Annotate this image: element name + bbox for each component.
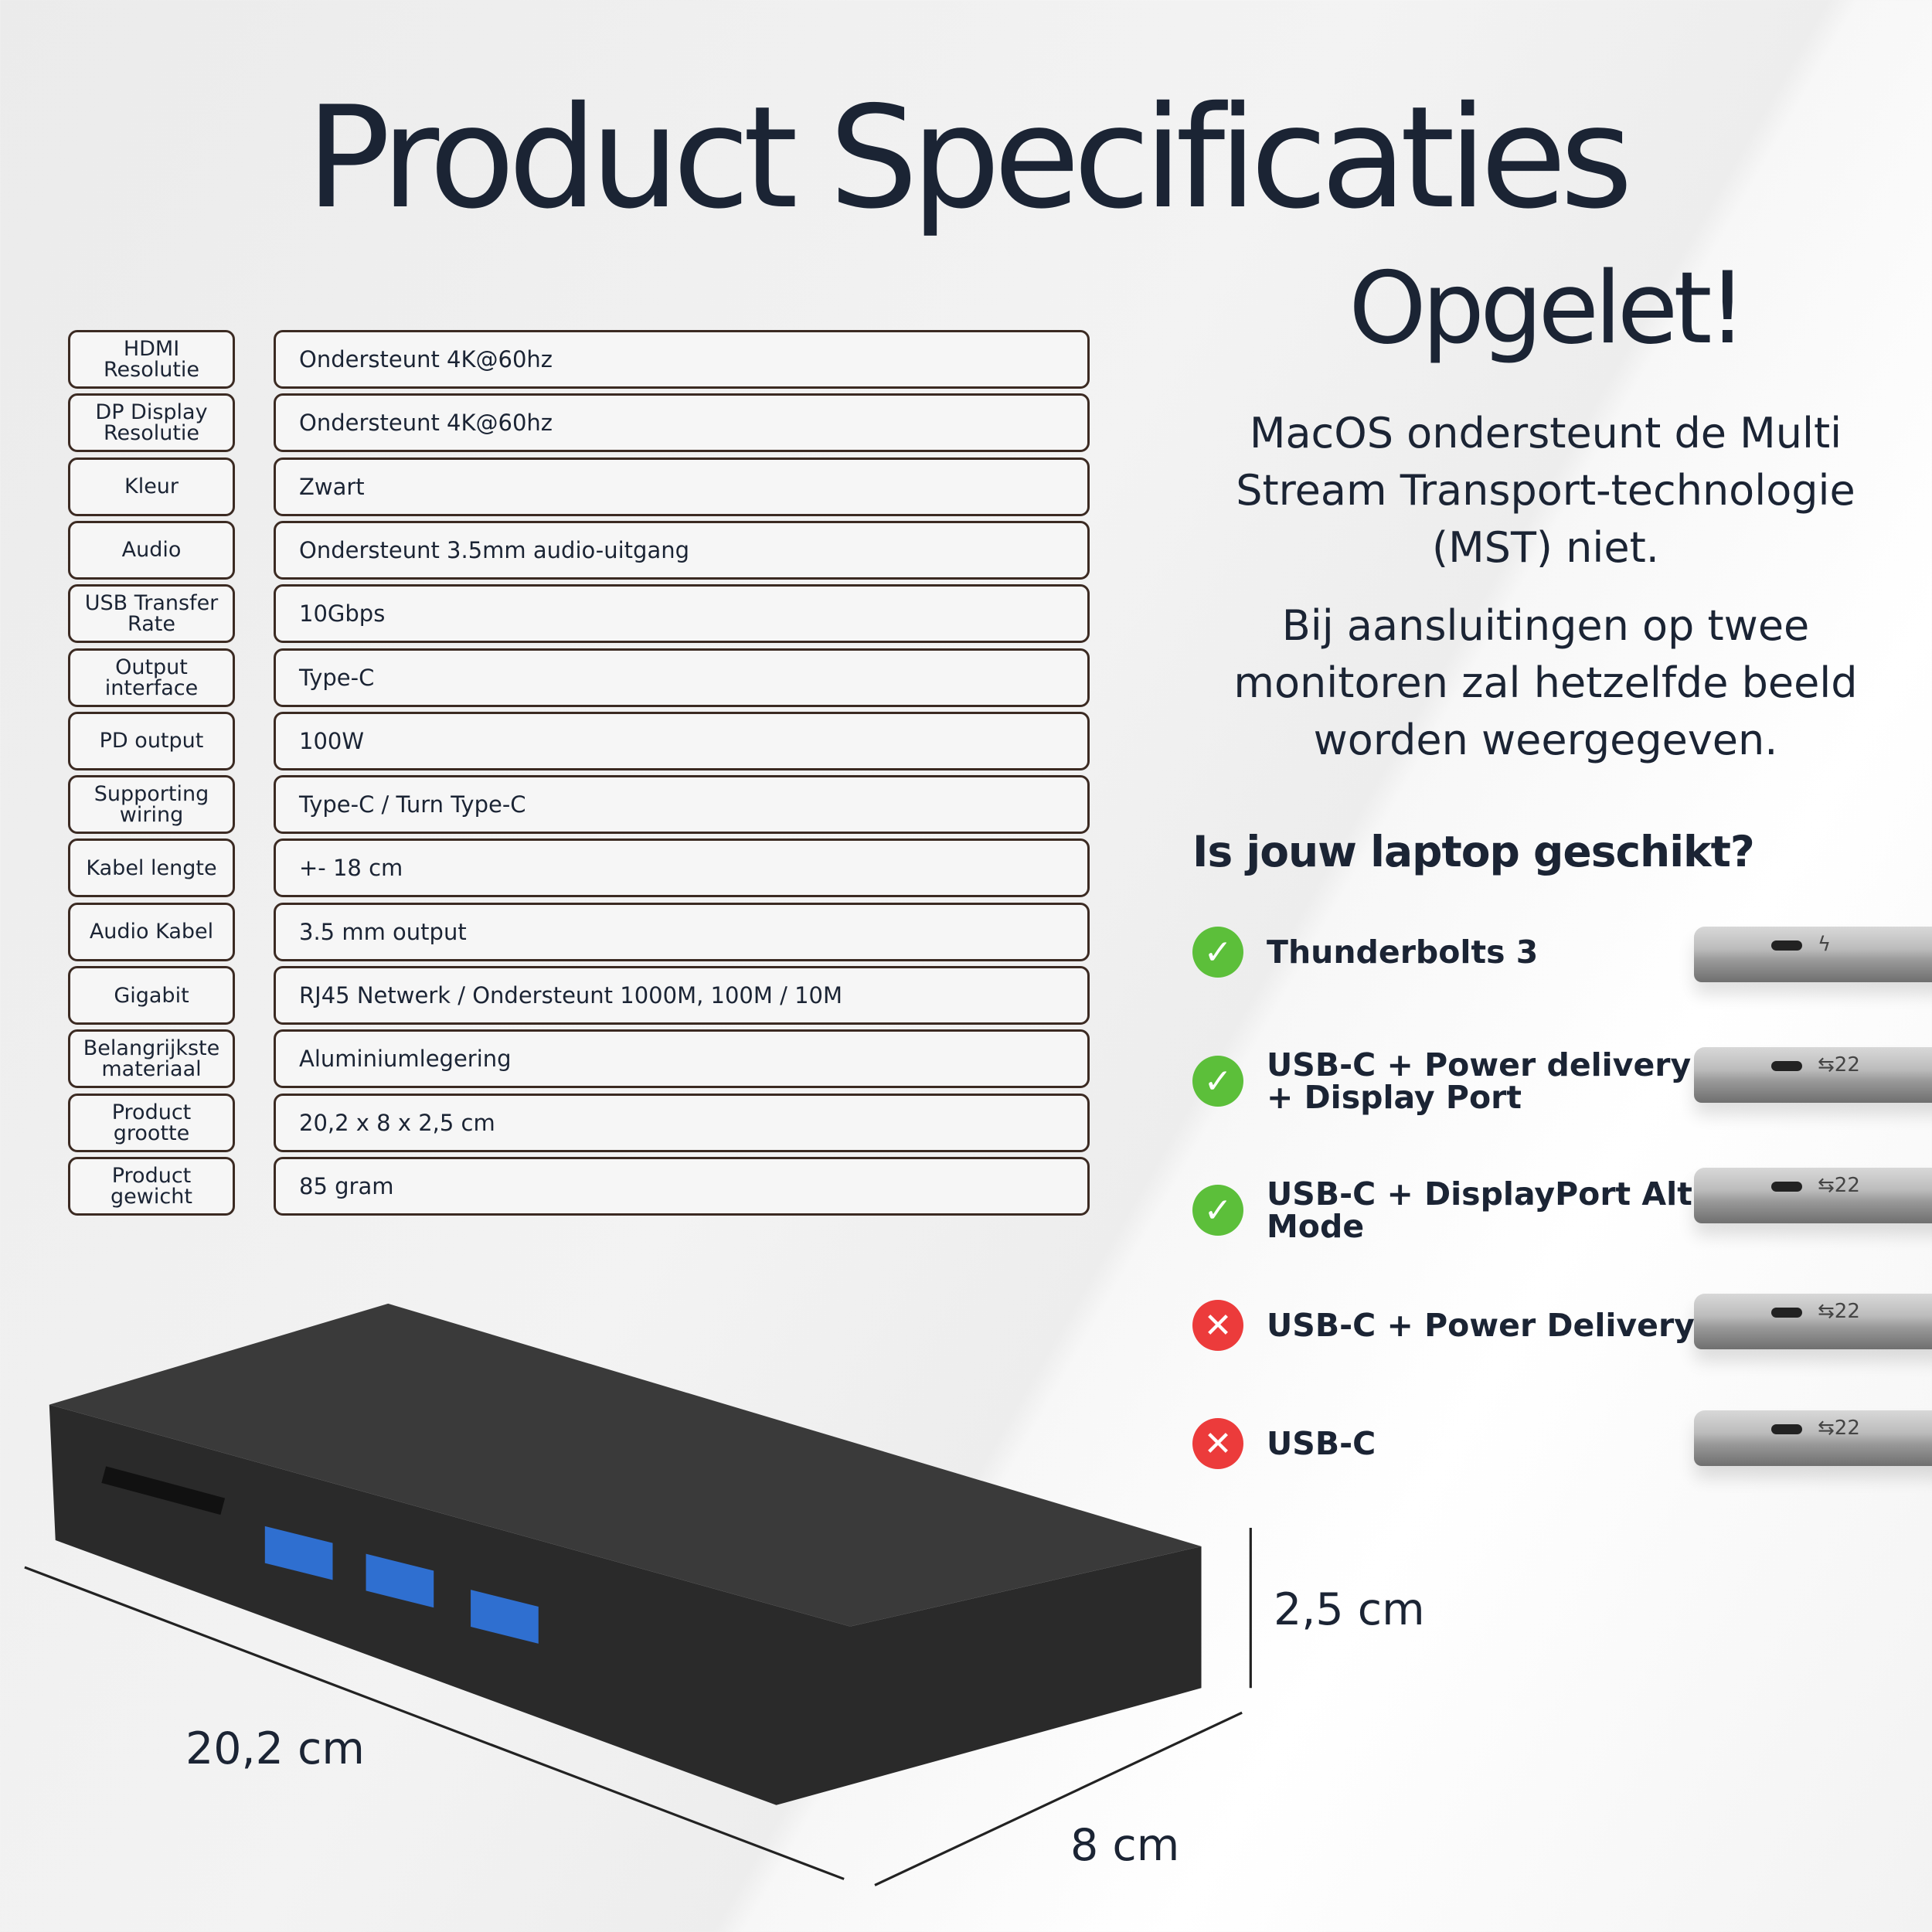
spec-label: Product gewicht — [68, 1156, 235, 1216]
laptop-port-image: ϟ — [1694, 927, 1932, 982]
usb-port — [264, 1526, 333, 1580]
check-icon: ✓ — [1192, 1185, 1243, 1236]
compat-item-label: USB-C — [1267, 1425, 1376, 1462]
spec-label: Product grootte — [68, 1093, 235, 1152]
device-front — [49, 1404, 1202, 1805]
spec-value: 85 gram — [274, 1156, 1090, 1216]
compat-question: Is jouw laptop geschikt? — [1192, 827, 1755, 876]
compat-item-label: USB-C + DisplayPort Alt Mode — [1267, 1175, 1692, 1245]
page-title: Product Specificaties — [305, 76, 1634, 240]
usb-ss-icon: ⇆22 — [1818, 1417, 1860, 1440]
usb-port — [471, 1590, 539, 1644]
usb-c-port-icon — [1771, 1424, 1802, 1434]
notice-paragraph-2: Bij aansluitingen op twee monitoren zal … — [1233, 601, 1858, 764]
compat-item: ✕ USB-C — [1192, 1418, 1376, 1469]
spec-value: Zwart — [274, 457, 1090, 516]
length-label: 20,2 cm — [185, 1723, 365, 1774]
spec-value: 20,2 x 8 x 2,5 cm — [274, 1093, 1090, 1152]
check-icon: ✓ — [1192, 1056, 1243, 1107]
thunderbolt-icon: ϟ — [1818, 933, 1832, 956]
spec-value: 100W — [274, 711, 1090, 770]
compat-item: ✕ USB-C + Power Delivery — [1192, 1300, 1695, 1351]
spec-label: Kleur — [68, 457, 235, 516]
spec-label: Supporting wiring — [68, 775, 235, 835]
sd-slot — [101, 1466, 226, 1515]
compat-item-label: Thunderbolts 3 — [1267, 934, 1539, 971]
spec-label: Audio Kabel — [68, 902, 235, 961]
notice-paragraph-1: MacOS ondersteunt de Multi Stream Transp… — [1236, 409, 1855, 572]
spec-label: PD output — [68, 711, 235, 770]
spec-value: Ondersteunt 3.5mm audio-uitgang — [274, 520, 1090, 580]
spec-value: Type-C / Turn Type-C — [274, 775, 1090, 835]
device-top — [49, 1303, 1202, 1627]
spec-value: Aluminiumlegering — [274, 1029, 1090, 1089]
compat-item: ✓ USB-C + Power delivery + Display Port — [1192, 1049, 1699, 1114]
spec-label: Output interface — [68, 648, 235, 707]
usb-port — [366, 1553, 434, 1608]
usb-ss-dp-icon: ⇆22 — [1818, 1174, 1860, 1197]
laptop-port-image: ⇆22 — [1694, 1294, 1932, 1349]
spec-value: Type-C — [274, 648, 1090, 707]
usb-c-port-icon — [1771, 1182, 1802, 1192]
spec-label: Kabel lengte — [68, 838, 235, 898]
spec-value: +- 18 cm — [274, 838, 1090, 898]
spec-value: Ondersteunt 4K@60hz — [274, 393, 1090, 453]
laptop-port-image: ⇆22 — [1694, 1168, 1932, 1223]
height-label: 2,5 cm — [1274, 1584, 1425, 1635]
compat-item: ✓ Thunderbolts 3 — [1192, 927, 1538, 978]
width-label: 8 cm — [1070, 1820, 1180, 1871]
usb-ss-pd-icon: ⇆22 — [1818, 1053, 1860, 1077]
check-icon: ✓ — [1192, 927, 1243, 978]
laptop-port-image: ⇆22 — [1694, 1047, 1932, 1103]
usb-c-port-icon — [1771, 940, 1802, 951]
compat-item-label: USB-C + Power delivery + Display Port — [1267, 1046, 1692, 1116]
usb-ss-pd-icon: ⇆22 — [1818, 1300, 1860, 1323]
usb-c-port-icon — [1771, 1308, 1802, 1318]
spec-label: Gigabit — [68, 966, 235, 1025]
usb-c-port-icon — [1771, 1061, 1802, 1071]
width-dimension-line — [874, 1711, 1243, 1886]
notice-heading: Opgelet! — [1349, 251, 1747, 366]
cross-icon: ✕ — [1192, 1418, 1243, 1469]
spec-label: Audio — [68, 520, 235, 580]
length-dimension-line — [24, 1566, 845, 1880]
compat-item-label: USB-C + Power Delivery — [1267, 1307, 1695, 1344]
compat-item: ✓ USB-C + DisplayPort Alt Mode — [1192, 1178, 1699, 1243]
spec-value: Ondersteunt 4K@60hz — [274, 330, 1090, 389]
cross-icon: ✕ — [1192, 1300, 1243, 1351]
spec-value: 10Gbps — [274, 584, 1090, 644]
spec-label: USB Transfer Rate — [68, 584, 235, 644]
laptop-port-image: ⇆22 — [1694, 1410, 1932, 1466]
spec-label: HDMI Resolutie — [68, 330, 235, 389]
spec-value: RJ45 Netwerk / Ondersteunt 1000M, 100M /… — [274, 966, 1090, 1025]
spec-label: DP Display Resolutie — [68, 393, 235, 453]
spec-label: Belangrijkste materiaal — [68, 1029, 235, 1089]
spec-value: 3.5 mm output — [274, 902, 1090, 961]
